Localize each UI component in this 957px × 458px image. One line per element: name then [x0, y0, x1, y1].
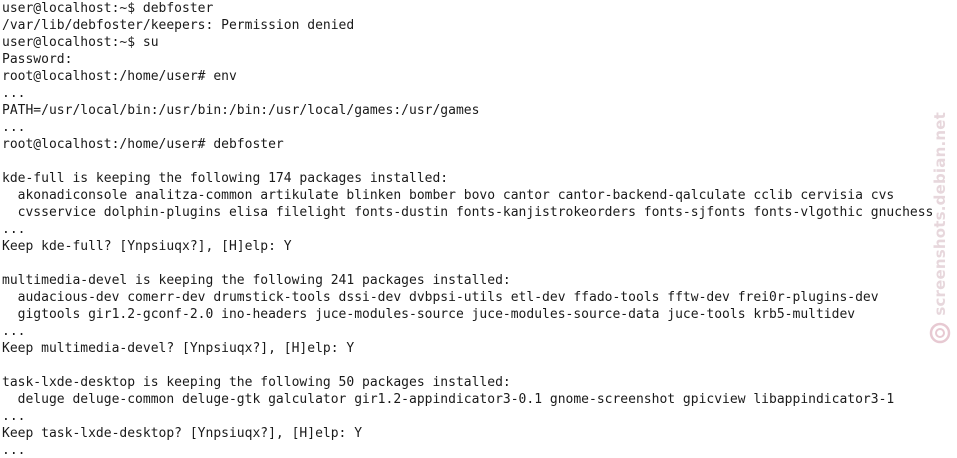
terminal-line: ...: [2, 324, 26, 339]
debian-swirl-icon: [929, 322, 951, 343]
terminal-line: cvsservice dolphin-plugins elisa filelig…: [2, 205, 934, 220]
terminal-line: user@localhost:~$ su: [2, 35, 159, 50]
terminal-line: PATH=/usr/local/bin:/usr/bin:/bin:/usr/l…: [2, 103, 480, 118]
terminal-line: ...: [2, 222, 26, 237]
terminal-line: ...: [2, 443, 26, 458]
terminal-line: kde-full is keeping the following 174 pa…: [2, 171, 449, 186]
terminal-line: deluge deluge-common deluge-gtk galculat…: [2, 392, 895, 407]
terminal-line: Keep task-lxde-desktop? [Ynpsiuqx?], [H]…: [2, 426, 363, 441]
terminal-line: gigtools gir1.2-gconf-2.0 ino-headers ju…: [2, 307, 856, 322]
terminal-line: root@localhost:/home/user# debfoster: [2, 137, 284, 152]
watermark-text: screenshots.debian.net: [931, 112, 949, 316]
terminal-line: ...: [2, 120, 26, 135]
terminal-line: akonadiconsole analitza-common artikulat…: [2, 188, 895, 203]
terminal-line: multimedia-devel is keeping the followin…: [2, 273, 511, 288]
terminal-line: root@localhost:/home/user# env: [2, 69, 237, 84]
watermark: screenshots.debian.net: [925, 112, 955, 357]
terminal-line: Password:: [2, 52, 73, 67]
terminal-line: ...: [2, 86, 26, 101]
terminal-line: /var/lib/debfoster/keepers: Permission d…: [2, 18, 355, 33]
terminal-line: Keep multimedia-devel? [Ynpsiuqx?], [H]e…: [2, 341, 355, 356]
terminal-line: task-lxde-desktop is keeping the followi…: [2, 375, 511, 390]
terminal-line: user@localhost:~$ debfoster: [2, 1, 214, 16]
terminal-line: audacious-dev comerr-dev drumstick-tools…: [2, 290, 879, 305]
terminal-line: Keep kde-full? [Ynpsiuqx?], [H]elp: Y: [2, 239, 292, 254]
terminal-line: ...: [2, 409, 26, 424]
